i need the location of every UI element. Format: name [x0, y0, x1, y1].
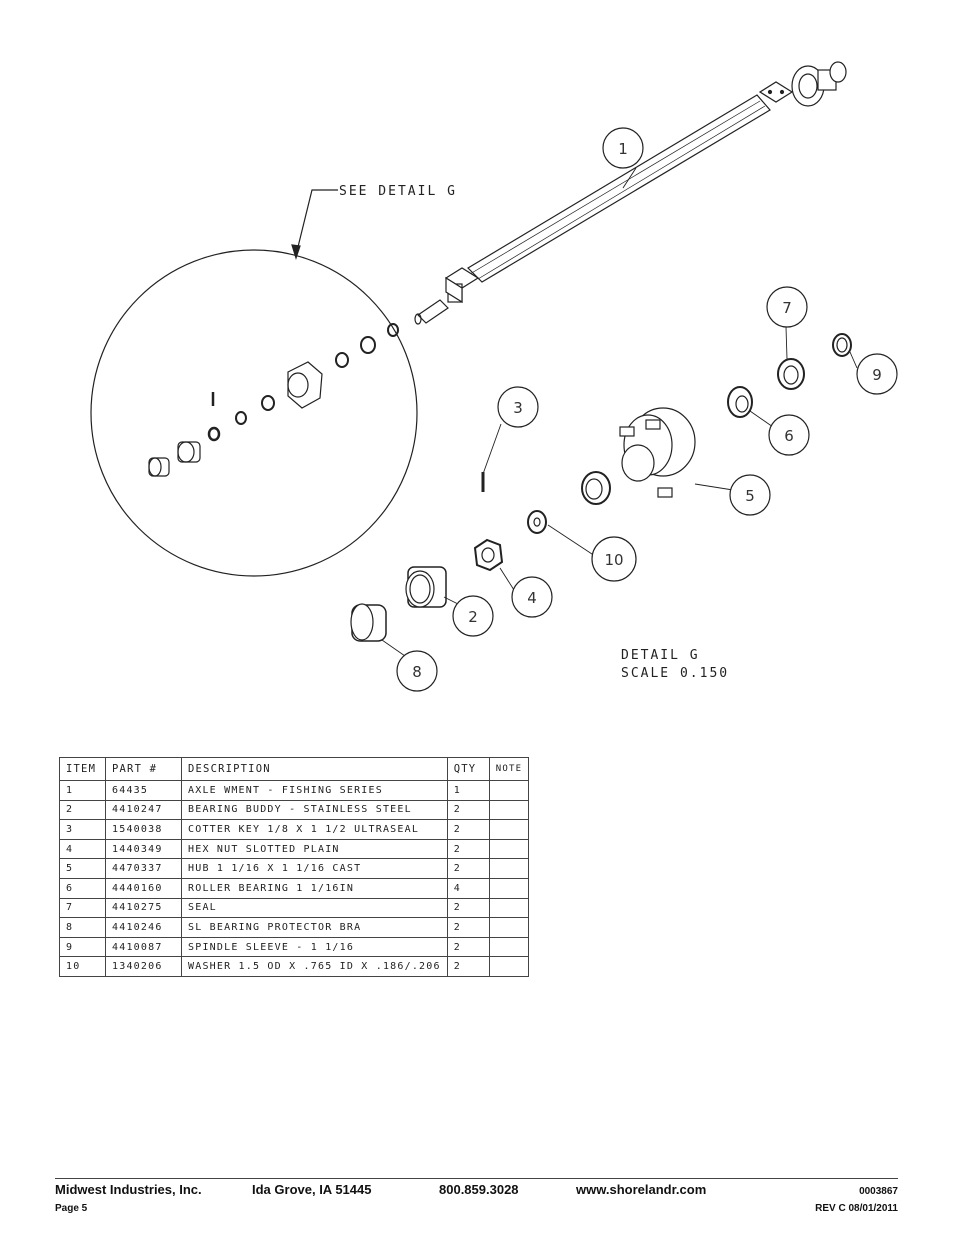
exploded-parts	[350, 333, 852, 642]
cell-item: 5	[59, 858, 106, 879]
cell-item: 4	[59, 838, 106, 860]
cell-note	[488, 838, 530, 860]
detail-g-circle	[90, 249, 418, 577]
cell-note	[488, 936, 530, 958]
cell-qty: 1	[446, 780, 490, 801]
cell-item: 7	[59, 897, 106, 919]
cell-note	[488, 877, 530, 899]
cell-part-number: 4410246	[105, 917, 182, 938]
table-row: 9 4410087 SPINDLE SLEEVE - 1 1/16 2	[59, 936, 530, 958]
cell-qty: 2	[446, 956, 490, 977]
cell-description: HUB 1 1/16 X 1 1/16 CAST	[181, 858, 448, 879]
table-row: 10 1340206 WASHER 1.5 OD X .765 ID X .18…	[59, 956, 530, 977]
header-part-number: PART #	[105, 757, 182, 781]
table-row: 4 1440349 HEX NUT SLOTTED PLAIN 2	[59, 838, 530, 860]
cell-qty: 2	[446, 799, 490, 821]
balloon-2: 2	[468, 608, 478, 626]
cell-item: 3	[59, 819, 106, 840]
footer-company: Midwest Industries, Inc.	[55, 1182, 202, 1197]
footer-website: www.shorelandr.com	[576, 1182, 707, 1197]
cell-description: AXLE WMENT - FISHING SERIES	[181, 780, 448, 801]
detail-title: DETAIL G	[621, 648, 700, 663]
cell-qty: 2	[446, 917, 490, 938]
cell-description: SEAL	[181, 897, 448, 919]
cell-qty: 2	[446, 858, 490, 879]
balloon-7: 7	[782, 299, 792, 317]
cell-part-number: 1340206	[105, 956, 182, 977]
cell-item: 2	[59, 799, 106, 821]
cell-description: WASHER 1.5 OD X .765 ID X .186/.206	[181, 956, 448, 977]
cell-qty: 2	[446, 838, 490, 860]
table-header-row: ITEM PART # DESCRIPTION QTY NOTE	[59, 757, 530, 781]
cell-part-number: 1540038	[105, 819, 182, 840]
cell-note	[488, 780, 530, 801]
table-row: 7 4410275 SEAL 2	[59, 897, 530, 919]
balloon-1: 1	[618, 140, 628, 158]
cell-description: HEX NUT SLOTTED PLAIN	[181, 838, 448, 860]
detail-callout: SEE DETAIL G	[339, 184, 457, 199]
cell-note	[488, 858, 530, 879]
balloon-9: 9	[872, 366, 882, 384]
cell-qty: 2	[446, 819, 490, 840]
cell-part-number: 4440160	[105, 877, 182, 899]
header-item: ITEM	[59, 757, 106, 781]
balloon-6: 6	[784, 427, 794, 445]
cell-part-number: 4410275	[105, 897, 182, 919]
detail-parts	[148, 323, 399, 477]
axle-assembly	[414, 61, 847, 325]
cell-item: 1	[59, 780, 106, 801]
table-row: 1 64435 AXLE WMENT - FISHING SERIES 1	[59, 780, 530, 801]
cell-note	[488, 819, 530, 840]
header-description: DESCRIPTION	[181, 757, 448, 781]
cell-part-number: 1440349	[105, 838, 182, 860]
cell-description: SPINDLE SLEEVE - 1 1/16	[181, 936, 448, 958]
header-note: NOTE	[488, 757, 530, 781]
balloon-10: 10	[604, 551, 623, 569]
exploded-axle-diagram: 1 2 3 4 5 6 7 8 9 10 SEE DETAIL G DETAIL…	[90, 61, 898, 692]
table-row: 3 1540038 COTTER KEY 1/8 X 1 1/2 ULTRASE…	[59, 819, 530, 840]
cell-part-number: 4410247	[105, 799, 182, 821]
cell-note	[488, 799, 530, 821]
footer-doc-number: 0003867	[859, 1186, 898, 1197]
balloon-4: 4	[527, 589, 537, 607]
balloon-8: 8	[412, 663, 422, 681]
cell-description: ROLLER BEARING 1 1/16IN	[181, 877, 448, 899]
cell-description: SL BEARING PROTECTOR BRA	[181, 917, 448, 938]
cell-description: COTTER KEY 1/8 X 1 1/2 ULTRASEAL	[181, 819, 448, 840]
detail-scale: SCALE 0.150	[621, 666, 729, 681]
cell-item: 8	[59, 917, 106, 938]
cell-note	[488, 956, 530, 977]
footer-phone: 800.859.3028	[439, 1182, 519, 1197]
cell-item: 10	[59, 956, 106, 977]
footer-revision: REV C 08/01/2011	[815, 1203, 898, 1214]
cell-item: 9	[59, 936, 106, 958]
cell-part-number: 4410087	[105, 936, 182, 958]
cell-part-number: 4470337	[105, 858, 182, 879]
parts-list-table: ITEM PART # DESCRIPTION QTY NOTE 1 64435…	[59, 757, 530, 977]
footer-divider	[55, 1178, 898, 1179]
cell-qty: 4	[446, 877, 490, 899]
table-row: 5 4470337 HUB 1 1/16 X 1 1/16 CAST 2	[59, 858, 530, 879]
cell-description: BEARING BUDDY - STAINLESS STEEL	[181, 799, 448, 821]
cell-qty: 2	[446, 936, 490, 958]
table-row: 2 4410247 BEARING BUDDY - STAINLESS STEE…	[59, 799, 530, 821]
table-row: 8 4410246 SL BEARING PROTECTOR BRA 2	[59, 917, 530, 938]
footer-page-number: Page 5	[55, 1203, 88, 1214]
footer-location: Ida Grove, IA 51445	[252, 1182, 372, 1197]
balloon-3: 3	[513, 399, 523, 417]
cell-part-number: 64435	[105, 780, 182, 801]
cell-item: 6	[59, 877, 106, 899]
cell-qty: 2	[446, 897, 490, 919]
cell-note	[488, 917, 530, 938]
cell-note	[488, 897, 530, 919]
table-row: 6 4440160 ROLLER BEARING 1 1/16IN 4	[59, 877, 530, 899]
header-qty: QTY	[446, 757, 490, 781]
balloon-5: 5	[745, 487, 755, 505]
